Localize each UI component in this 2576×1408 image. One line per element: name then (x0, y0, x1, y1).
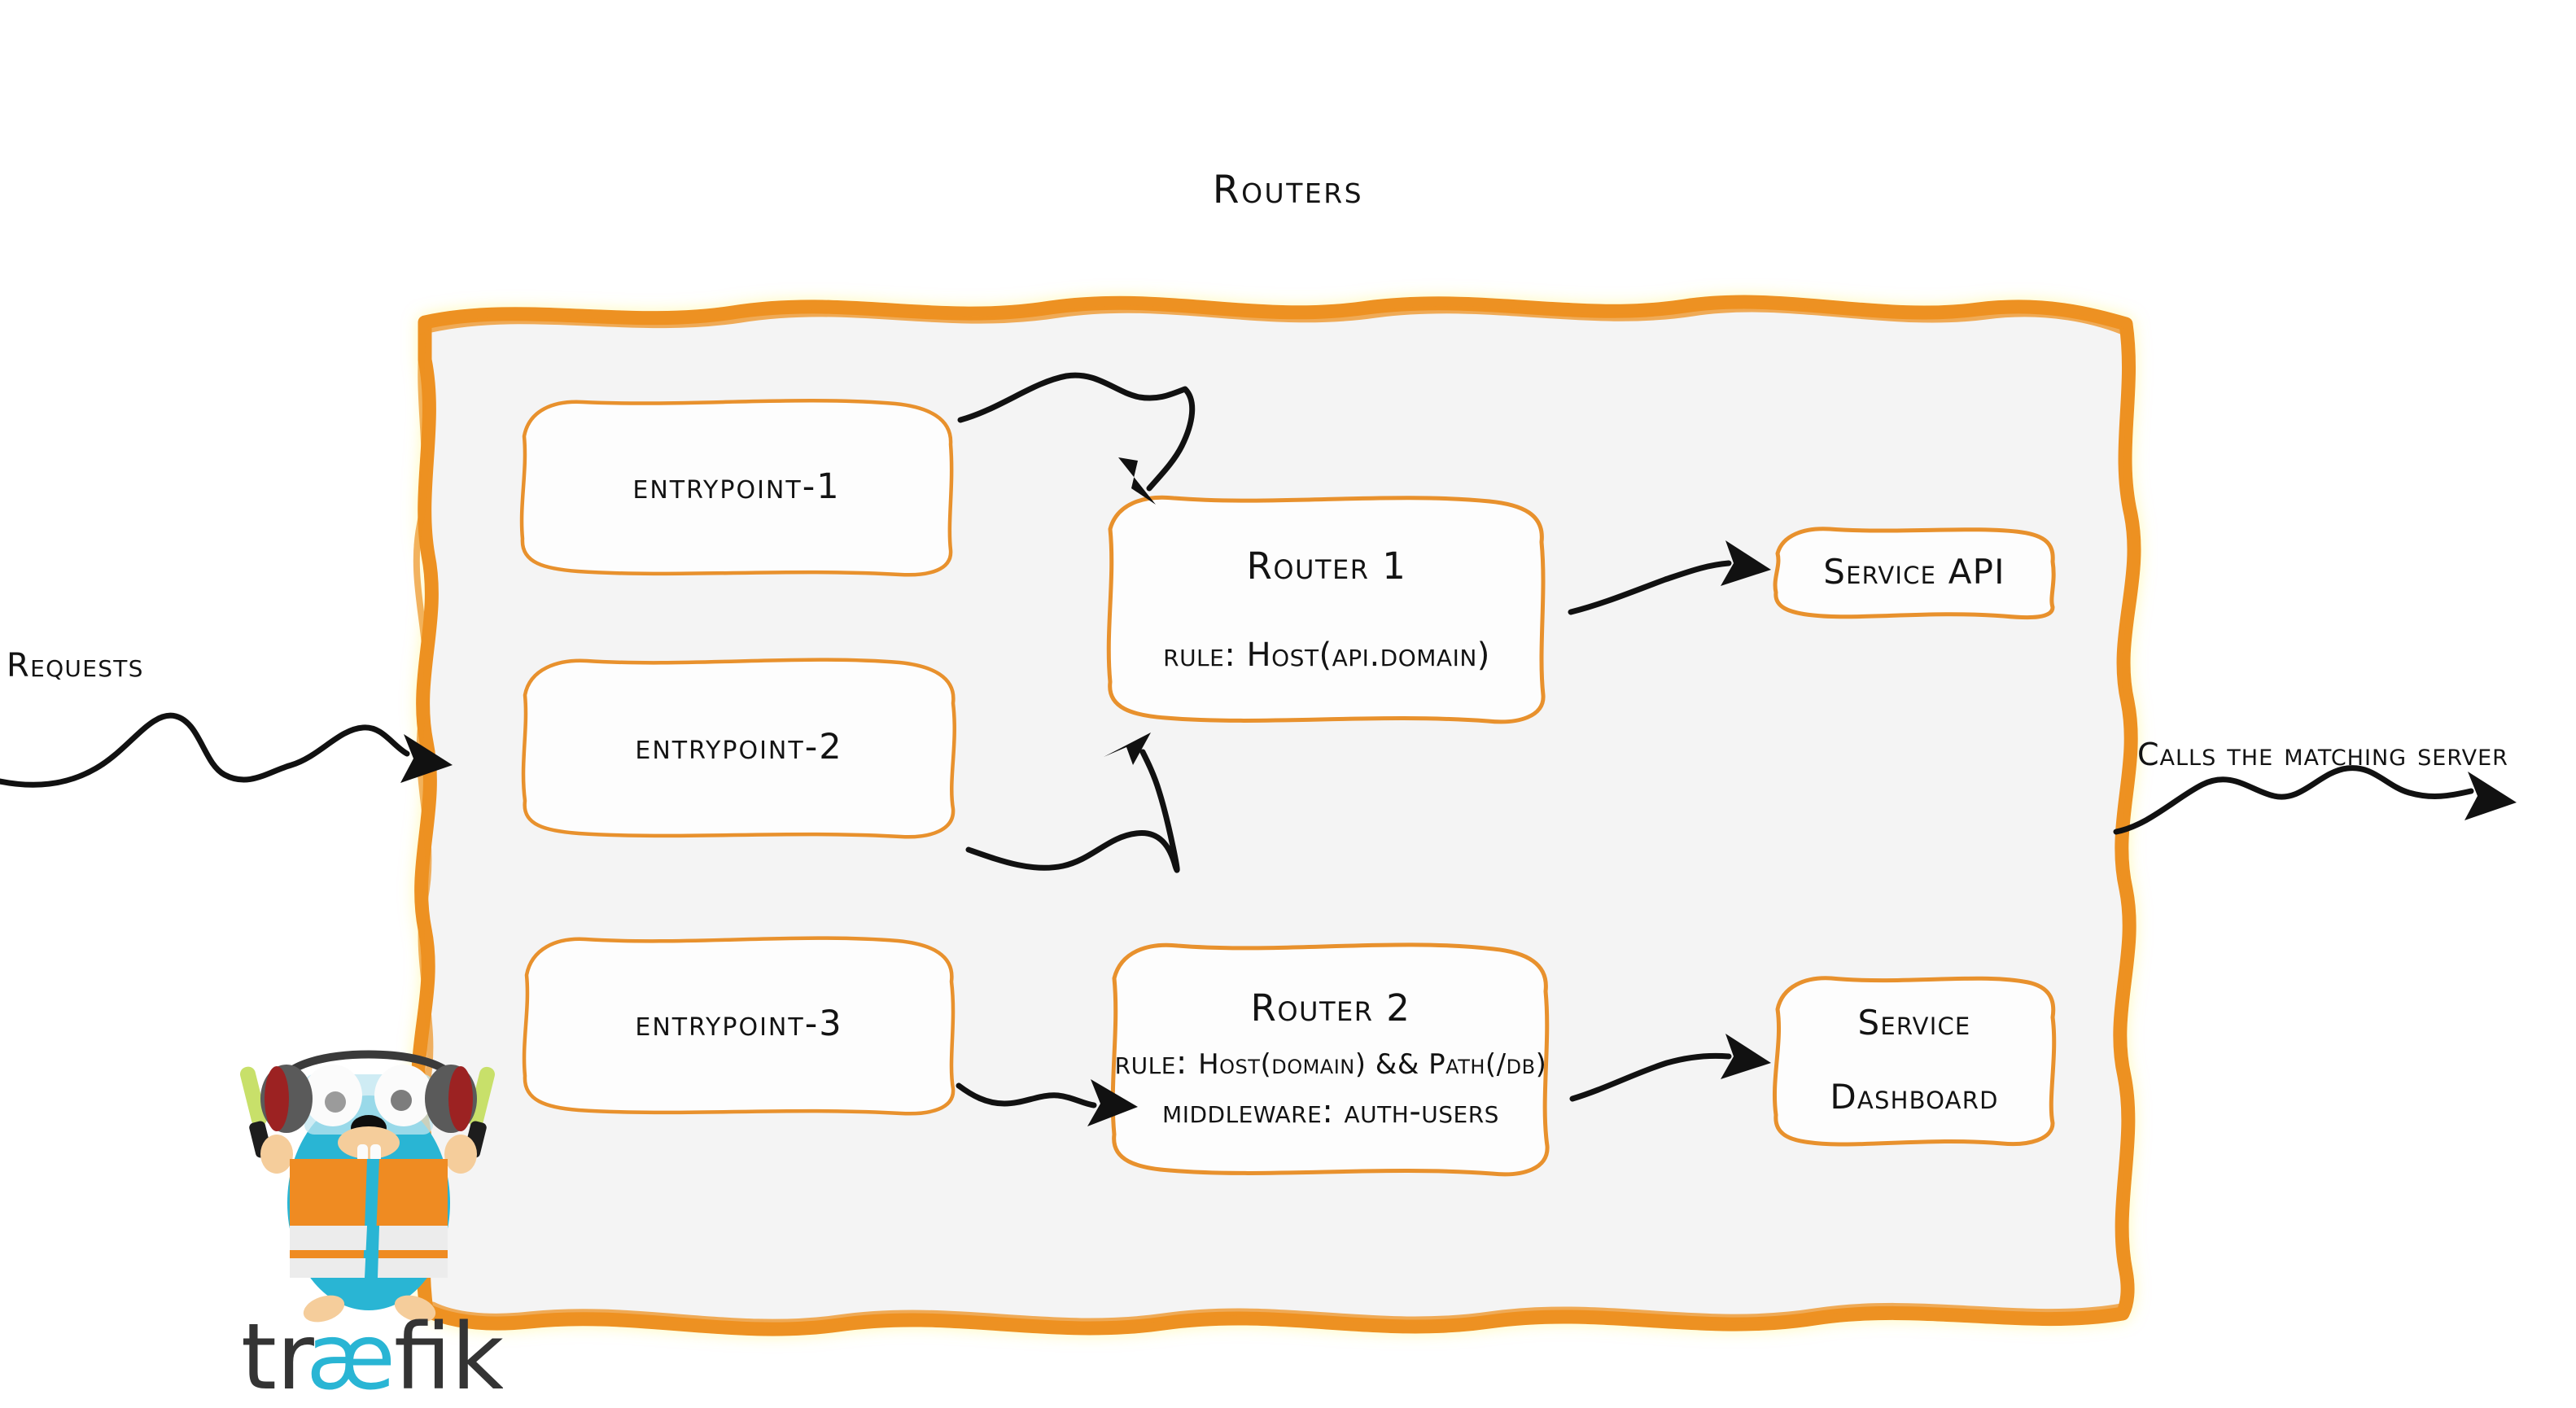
arrowhead-calls-out (2464, 772, 2517, 820)
service-box-api[interactable]: Service API (1768, 523, 2061, 620)
entrypoint-box-1[interactable]: entrypoint-1 (513, 391, 960, 582)
calls-the-matching-server-label: Calls the matching server (2137, 737, 2508, 772)
requests-label: Requests (7, 647, 144, 684)
vest-stripe-gap (365, 1226, 379, 1278)
router-rule-value-2: Host(domain) && Path(/db) (1198, 1048, 1547, 1081)
router-box-1[interactable]: Router 1 rule: Host(api.domain) (1099, 487, 1555, 731)
service-box-dashboard[interactable]: Service Dashboard (1768, 970, 2061, 1149)
router-title-2: Router 2 (1250, 986, 1411, 1030)
gopher-tooth-right (370, 1144, 381, 1162)
router-middleware-prefix-2: middleware: (1162, 1093, 1345, 1130)
traefik-logo: tr æ fik (234, 1032, 505, 1408)
arrow-calls-out (2113, 765, 2474, 835)
gopher-foot-right (394, 1295, 436, 1323)
gopher-hand-right (444, 1135, 477, 1174)
router-title-1: Router 1 (1246, 544, 1407, 588)
entrypoint-label-3: entrypoint-3 (635, 1003, 843, 1044)
router-box-2[interactable]: Router 2 rule: Host(domain) && Path(/db)… (1103, 934, 1559, 1183)
gopher-pupil-left (325, 1091, 346, 1113)
gopher-pupil-right (391, 1090, 412, 1111)
entrypoint-box-2[interactable]: entrypoint-2 (515, 651, 963, 842)
headphone-cup-left (260, 1065, 313, 1133)
gopher-hand-left (260, 1135, 293, 1174)
service-dashboard-line-1: Service (1857, 1003, 1971, 1043)
arrow-requests (0, 712, 410, 788)
service-dashboard-line-2: Dashboard (1830, 1077, 1999, 1117)
entrypoint-box-3[interactable]: entrypoint-3 (515, 928, 963, 1119)
gopher-muzzle (338, 1126, 400, 1159)
wordmark-left: tr (241, 1305, 315, 1402)
traefik-wordmark: tr æ fik (241, 1305, 505, 1408)
router-rule-prefix-1: rule: (1163, 636, 1247, 674)
gopher-tooth-left (357, 1144, 368, 1162)
headphone-cup-right (425, 1065, 477, 1133)
entrypoint-label-1: entrypoint-1 (632, 466, 841, 507)
page-title: Routers (1212, 168, 1364, 212)
entrypoint-label-2: entrypoint-2 (635, 726, 843, 767)
router-rule-value-1: Host(api.domain) (1246, 636, 1490, 674)
service-api-line-1: Service API (1823, 551, 2005, 592)
router-rule-prefix-2: rule: (1114, 1044, 1199, 1082)
router-middleware-value-2: auth-users (1344, 1093, 1499, 1130)
gopher-foot-left (303, 1295, 345, 1323)
wordmark-ae: æ (306, 1305, 396, 1402)
wordmark-right: fik (394, 1305, 503, 1402)
